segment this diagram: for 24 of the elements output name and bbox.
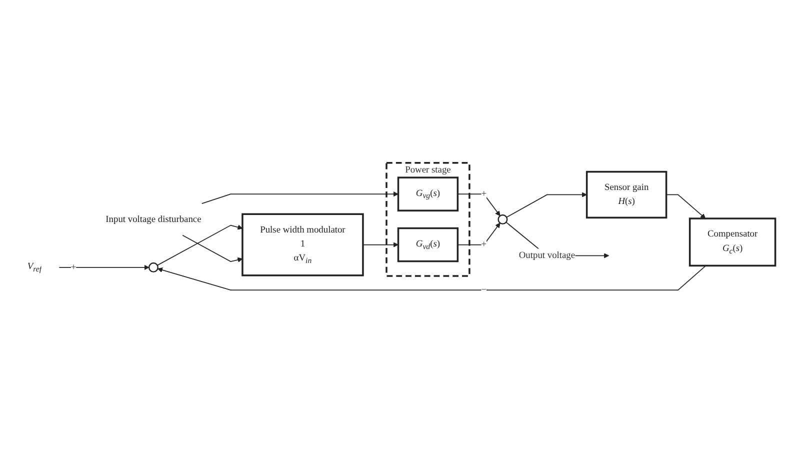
arrow (362, 242, 398, 248)
arrow (182, 234, 243, 262)
arrow (457, 194, 500, 216)
edge-label: + (481, 188, 487, 199)
node-box: Compensator G$_{c}$(s) (688, 218, 776, 267)
arrow (666, 194, 706, 219)
node-circle (498, 214, 508, 224)
arrow (201, 191, 398, 204)
arrow (58, 264, 150, 270)
node-box: Sensor gain H(s) (586, 170, 668, 219)
arrow (157, 265, 706, 291)
node-text: Input voltage disturbance (106, 214, 202, 224)
edge-label: + (70, 262, 76, 272)
edge-label: + (481, 239, 487, 250)
arrow (506, 192, 588, 218)
edge-label: Output voltage (518, 250, 576, 260)
node-box: G$_{vd}$(s) (397, 227, 459, 262)
node-box: Pulse width modulator 1 αV$_{in}$ (242, 213, 364, 276)
edge-label: − (481, 284, 487, 295)
arrow (156, 224, 243, 266)
node-box: G$_{vg}$(s) (397, 176, 459, 212)
node-text: V$_{ref}$ (27, 261, 42, 274)
node-circle (148, 262, 158, 272)
arrow (457, 222, 500, 246)
